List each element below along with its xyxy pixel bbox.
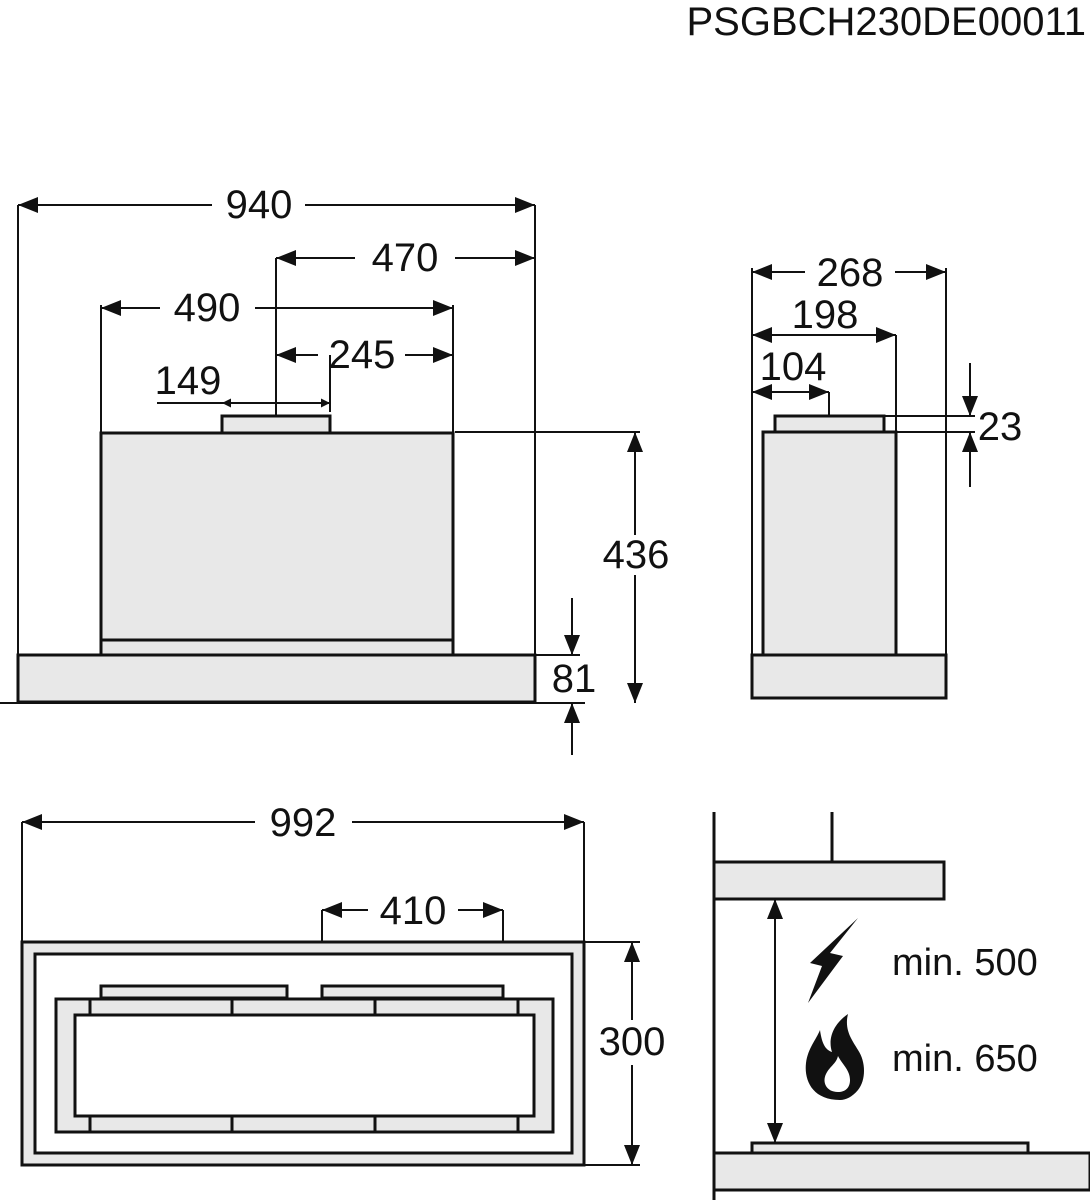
dim-245: 245 [329,333,396,377]
dim-23: 23 [978,405,1023,449]
clearance-view: min. 500 min. 650 [712,812,1090,1200]
side-view: 268 198 104 23 [750,251,1023,700]
document-code: PSGBCH230DE00011 [686,0,1087,44]
dim-268: 268 [817,251,884,295]
front-view: 940 470 490 245 149 436 81 [0,183,669,755]
dim-300: 300 [599,1020,666,1064]
dim-470: 470 [372,236,439,280]
dim-81: 81 [552,657,597,701]
dim-436: 436 [603,533,670,577]
dim-992: 992 [270,801,337,845]
electric-clearance-label: min. 500 [892,942,1038,984]
dim-940: 940 [226,183,293,227]
dim-490: 490 [174,286,241,330]
dim-149: 149 [155,359,222,403]
gas-clearance-label: min. 650 [892,1038,1038,1080]
lightning-icon [808,918,858,1003]
bottom-view: 992 410 300 [20,801,666,1167]
dim-104: 104 [760,345,827,389]
flame-icon [805,1014,864,1100]
dim-198: 198 [792,293,859,337]
dim-410: 410 [380,889,447,933]
